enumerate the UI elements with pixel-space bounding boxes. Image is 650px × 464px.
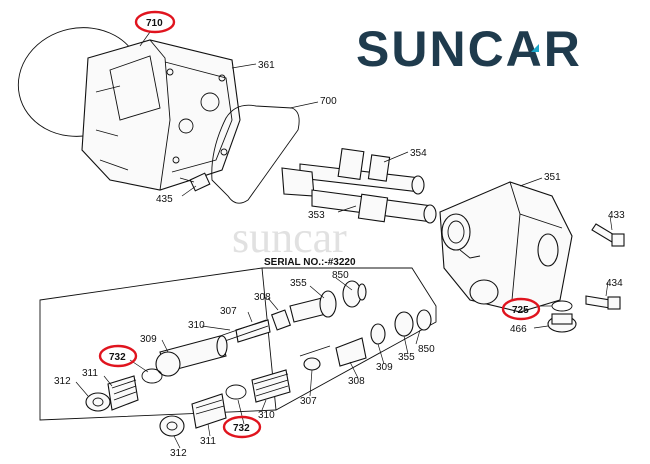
label-732-upper: 732 [109,352,126,363]
highlight-732-upper [98,344,138,368]
label-355-lower: 355 [398,352,415,363]
bolt-433 [591,223,625,247]
shaft-353 [281,167,437,224]
label-310-lower: 310 [258,410,275,421]
label-351: 351 [544,172,561,183]
label-466: 466 [510,324,527,335]
label-307-lower: 307 [300,396,317,407]
case-351 [439,181,573,313]
label-309-upper: 309 [140,334,157,345]
label-850-upper: 850 [332,270,349,281]
highlight-710 [134,10,176,34]
label-353: 353 [308,210,325,221]
highlight-rings [98,10,541,439]
label-308-lower: 308 [348,376,365,387]
left-cartridge-lower [159,369,291,437]
housing-361 [81,39,241,191]
label-710: 710 [146,18,163,29]
lower-right-assembly [299,309,432,371]
brand-logo: SUNCAR [356,21,582,77]
watermark: suncar [232,213,347,262]
brand-accent-icon [531,44,539,52]
leader-lines [75,31,613,449]
label-308-upper: 308 [254,292,271,303]
shaft-354 [299,147,425,195]
gasket-700 [211,104,300,204]
label-311-lower: 311 [200,436,216,447]
label-354: 354 [410,148,427,159]
label-850-lower: 850 [418,344,435,355]
label-434: 434 [606,278,623,289]
brand-text: SUNCAR [356,21,582,77]
highlight-725 [501,297,541,321]
label-361: 361 [258,60,275,71]
label-700: 700 [320,96,337,107]
label-725: 725 [512,305,529,316]
label-307-upper: 307 [220,306,237,317]
label-311-upper: 311 [82,368,98,379]
highlight-732-lower [222,415,262,439]
label-312-lower: 312 [170,448,187,459]
left-cartridge-upper [85,368,163,412]
o-ring-725 [551,300,573,312]
serial-label: SERIAL NO.:-#3220 [264,257,356,268]
bolt-434 [585,295,621,310]
label-355-upper: 355 [290,278,307,289]
label-435: 435 [156,194,173,205]
upper-valve-assembly [155,280,367,377]
label-312-upper: 312 [54,376,71,387]
label-732-lower: 732 [233,423,250,434]
label-433: 433 [608,210,625,221]
plug-466 [547,313,577,333]
label-309-lower: 309 [376,362,393,373]
label-310-upper: 310 [188,320,205,331]
